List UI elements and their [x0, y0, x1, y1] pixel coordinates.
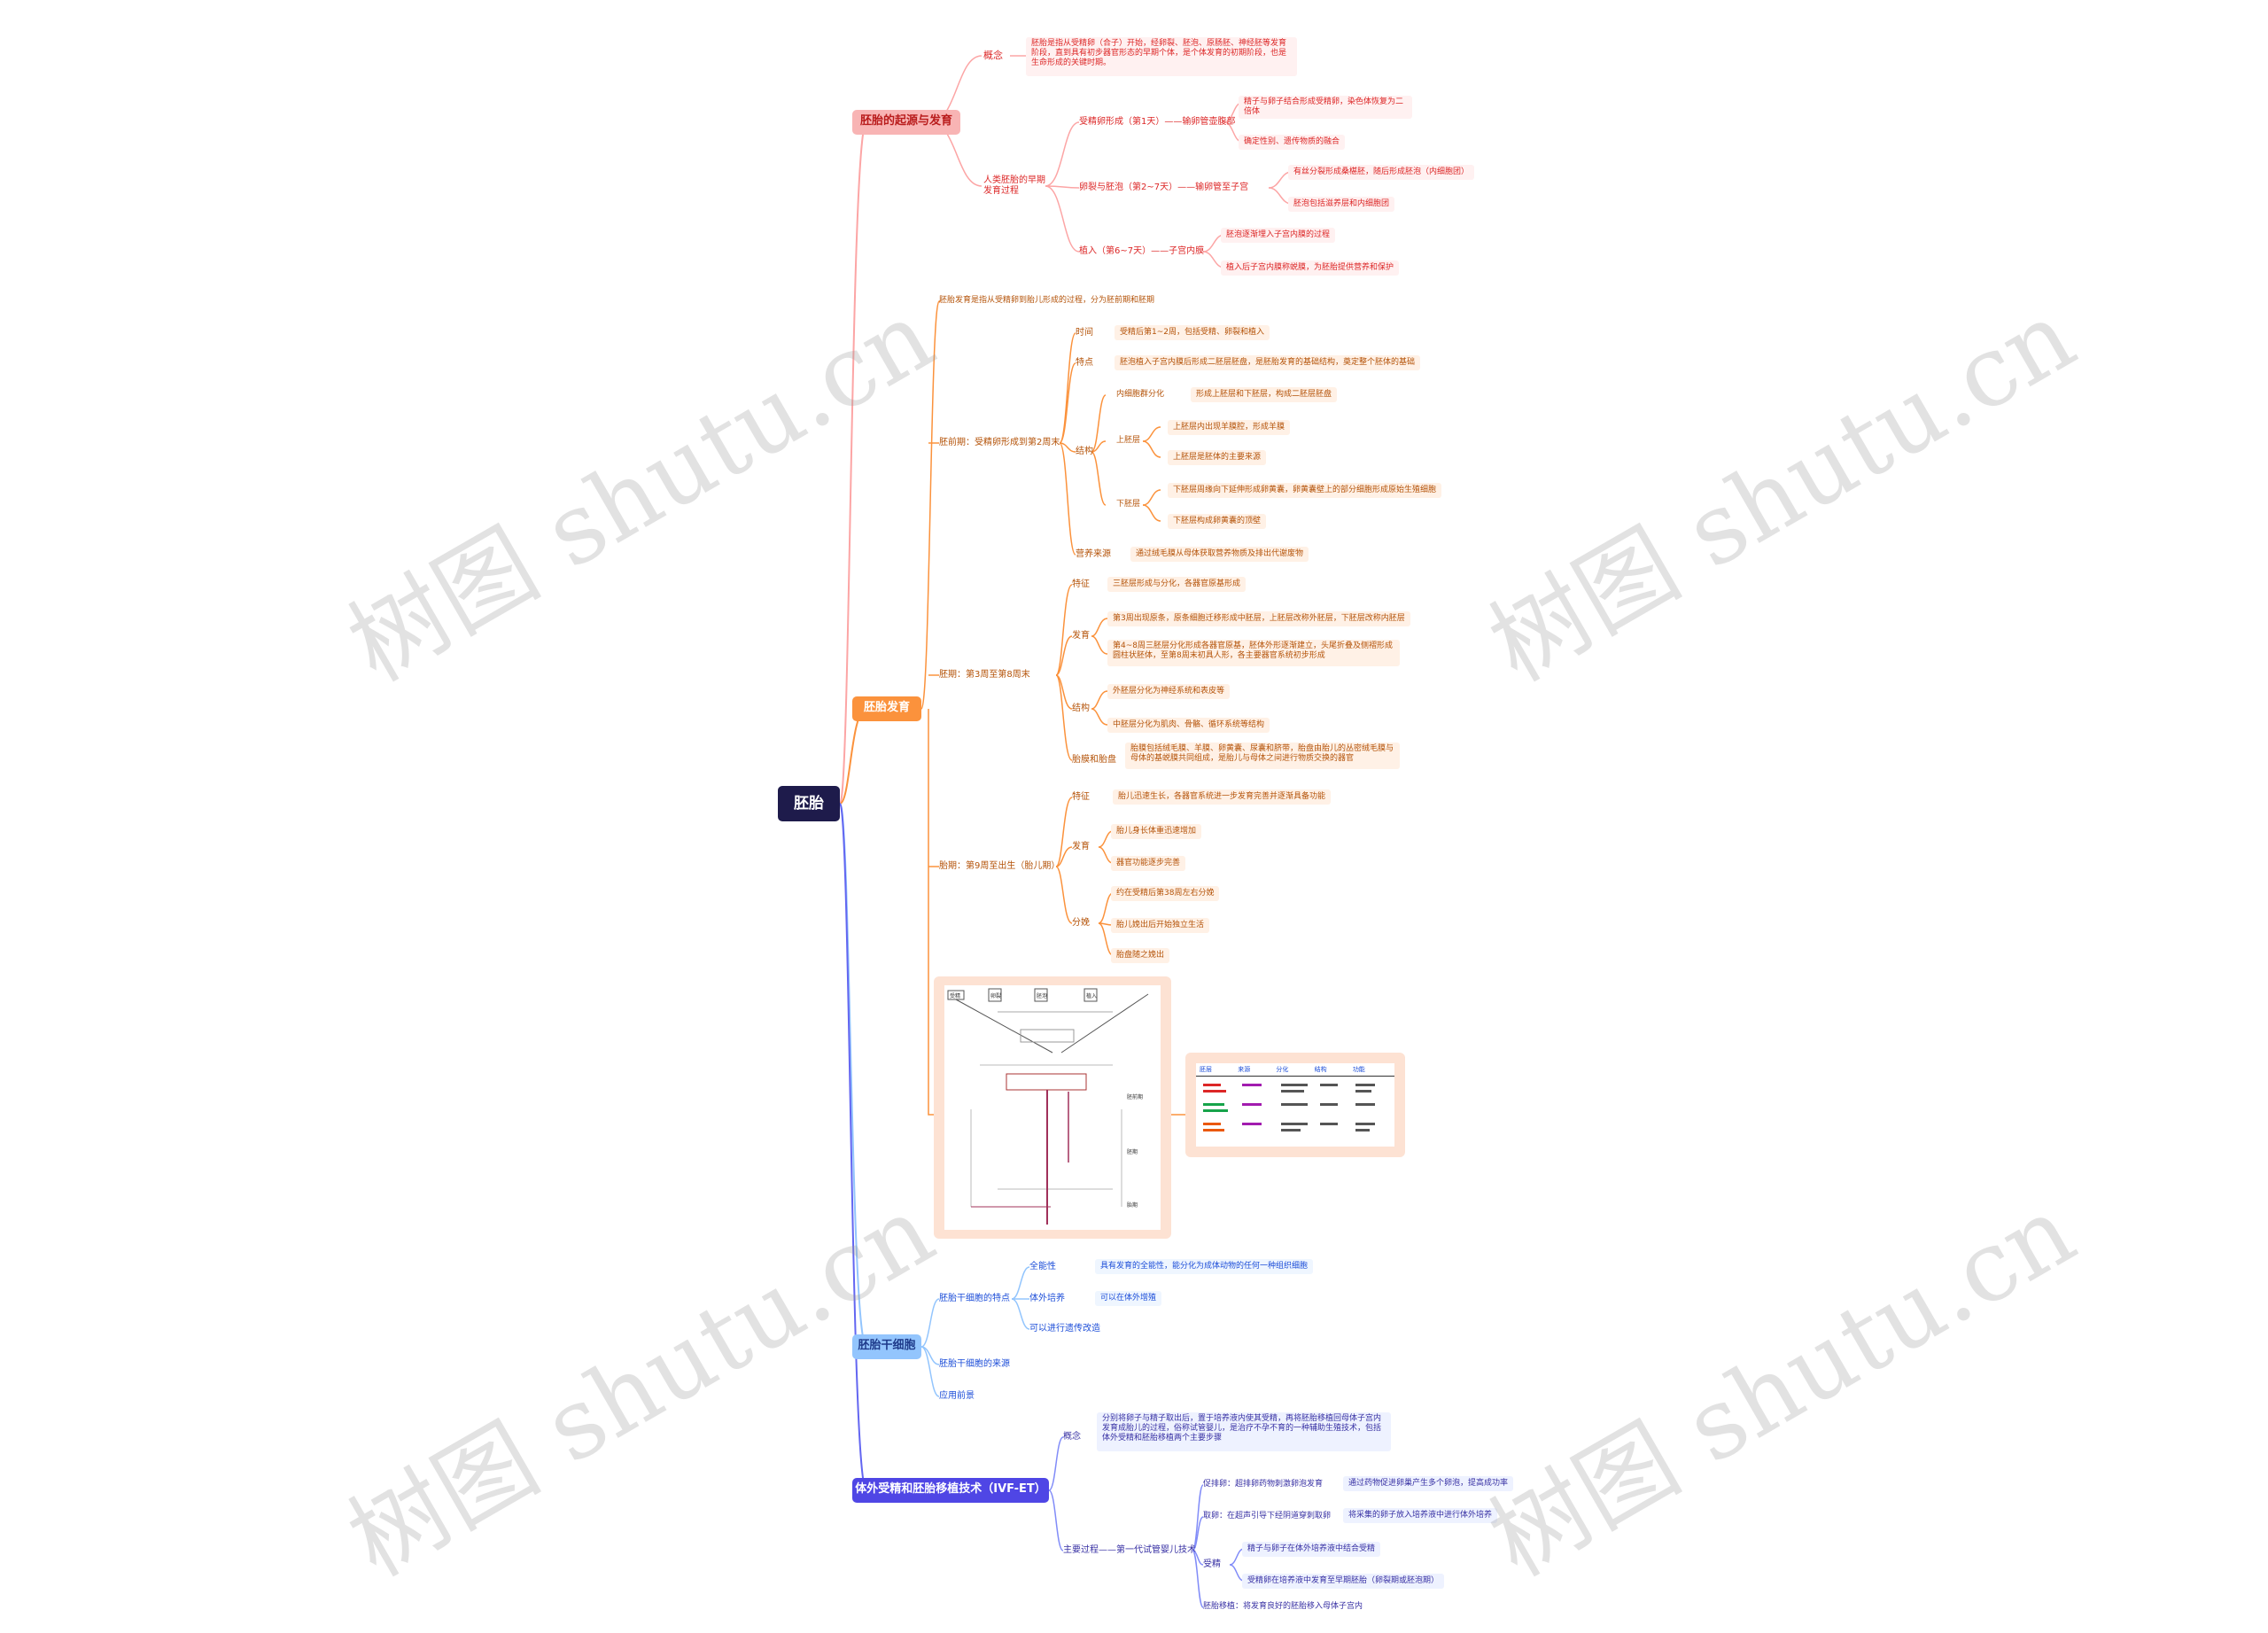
implantation-stage[interactable]: 植入（第6~7天）——子宫内膜 — [1079, 246, 1205, 256]
cleavage-leaf-1[interactable]: 有丝分裂形成桑椹胚，随后形成胚泡（内细胞团） — [1288, 165, 1475, 180]
emb-dev-leaf-2[interactable]: 第4~8周三胚层分化形成各器官原基，胚体外形逐渐建立，头尾折叠及侧褶形成圆柱状胚… — [1107, 640, 1400, 666]
table-header-3: 分化 — [1276, 1066, 1289, 1073]
fetal-dev-label[interactable]: 发育 — [1072, 842, 1090, 851]
membrane-text[interactable]: 胎膜包括绒毛膜、羊膜、卵黄囊、尿囊和脐带，胎盘由胎儿的丛密绒毛膜与母体的基蜕膜共… — [1125, 743, 1400, 769]
germ-layer-table[interactable]: 胚层 来源 分化 结构 功能 — [1185, 1053, 1405, 1157]
pre-structure-label[interactable]: 结构 — [1076, 447, 1093, 456]
cleavage-stage[interactable]: 卵裂与胚泡（第2~7天）——输卵管至子宫 — [1079, 183, 1249, 192]
membrane-label[interactable]: 胎膜和胎盘 — [1072, 755, 1116, 765]
origin-concept-label[interactable]: 概念 — [983, 50, 1003, 61]
epiblast-leaf-1[interactable]: 上胚层内出现羊膜腔，形成羊膜 — [1168, 420, 1291, 435]
fig-box-4: 植入 — [1086, 992, 1097, 999]
pre-feature-text[interactable]: 胚泡植入子宫内膜后形成二胚层胚盘，是胚胎发育的基础结构，奠定整个胚体的基础 — [1115, 355, 1421, 370]
ivf-concept-label[interactable]: 概念 — [1063, 1432, 1081, 1442]
fetal-feature-label[interactable]: 特征 — [1072, 792, 1090, 802]
fertilization-step[interactable]: 受精 — [1203, 1559, 1221, 1569]
inner-cell-text[interactable]: 形成上胚层和下胚层，构成二胚层胚盘 — [1191, 387, 1338, 402]
in-vitro-culture-text[interactable]: 可以在体外增殖 — [1095, 1291, 1162, 1306]
table-body-graphic — [1203, 1084, 1375, 1131]
origin-early-dev[interactable]: 人类胚胎的早期发育过程 — [983, 175, 1045, 196]
emb-structure-label[interactable]: 结构 — [1072, 704, 1090, 713]
fig-box-3: 胚泡 — [1037, 992, 1047, 999]
table-header-row: 胚层 来源 分化 结构 功能 — [1196, 1063, 1394, 1077]
in-vitro-culture-label[interactable]: 体外培养 — [1029, 1294, 1065, 1303]
pre-nutrition-text[interactable]: 通过绒毛膜从母体获取营养物质及排出代谢废物 — [1130, 547, 1309, 562]
cleavage-leaf-2[interactable]: 胚泡包括滋养层和内细胞团 — [1288, 197, 1395, 212]
pre-time-text[interactable]: 受精后第1~2周，包括受精、卵裂和植入 — [1115, 325, 1270, 340]
fetal-period[interactable]: 胎期：第9周至出生（胎儿期） — [939, 861, 1060, 871]
totipotency-label[interactable]: 全能性 — [1029, 1262, 1056, 1271]
table-header-2: 来源 — [1238, 1066, 1251, 1073]
fig-box-1: 受精 — [950, 992, 960, 999]
epiblast-label[interactable]: 上胚层 — [1116, 436, 1141, 445]
emb-feature-label[interactable]: 特征 — [1072, 579, 1090, 589]
branch-development[interactable]: 胚胎发育 — [852, 696, 921, 721]
birth-leaf-1[interactable]: 约在受精后第38周左右分娩 — [1111, 886, 1220, 901]
inner-cell-differentiation[interactable]: 内细胞群分化 — [1116, 390, 1165, 399]
fertilization-stage[interactable]: 受精卵形成（第1天）——输卵管壶腹部 — [1079, 117, 1236, 127]
birth-label[interactable]: 分娩 — [1072, 918, 1090, 928]
fertilization-leaf-1[interactable]: 精子与卵子结合形成受精卵，染色体恢复为二倍体 — [1239, 96, 1412, 119]
egg-retrieval-text[interactable]: 将采集的卵子放入培养液中进行体外培养 — [1343, 1508, 1498, 1523]
origin-concept-text[interactable]: 胚胎是指从受精卵（合子）开始，经卵裂、胚泡、原肠胚、神经胚等发育阶段，直到具有初… — [1026, 37, 1297, 76]
stem-cell-source[interactable]: 胚胎干细胞的来源 — [939, 1359, 1010, 1369]
fetal-feature-text[interactable]: 胎儿迅速生长，各器官系统进一步发育完善并逐渐具备功能 — [1113, 789, 1332, 805]
fetal-dev-leaf-1[interactable]: 胎儿身长体重迅速增加 — [1111, 824, 1202, 839]
genetic-modification[interactable]: 可以进行遗传改造 — [1029, 1324, 1100, 1334]
fig-box-2: 卵裂 — [990, 992, 1001, 999]
fetal-dev-leaf-2[interactable]: 器官功能逐步完善 — [1111, 856, 1186, 871]
ovulation-text[interactable]: 通过药物促进卵巢产生多个卵泡，提高成功率 — [1343, 1476, 1514, 1491]
implantation-leaf-1[interactable]: 胚泡逐渐埋入子宫内膜的过程 — [1221, 228, 1336, 243]
pre-time-label[interactable]: 时间 — [1076, 328, 1093, 338]
emb-feature-text[interactable]: 三胚层形成与分化，各器官原基形成 — [1107, 577, 1247, 592]
hypoblast-leaf-2[interactable]: 下胚层构成卵黄囊的顶壁 — [1168, 514, 1267, 529]
fertilization-step-leaf-2[interactable]: 受精卵在培养液中发育至早期胚胎（卵裂期或胚泡期） — [1242, 1574, 1445, 1589]
pre-feature-label[interactable]: 特点 — [1076, 358, 1093, 368]
stem-cell-features[interactable]: 胚胎干细胞的特点 — [939, 1294, 1010, 1303]
fertilization-leaf-2[interactable]: 确定性别、遗传物质的融合 — [1239, 135, 1346, 150]
pre-embryonic-period[interactable]: 胚前期：受精卵形成到第2周末 — [939, 438, 1060, 447]
emb-structure-leaf-2[interactable]: 中胚层分化为肌肉、骨骼、循环系统等结构 — [1107, 718, 1270, 733]
application-prospects[interactable]: 应用前景 — [939, 1391, 975, 1401]
birth-leaf-2[interactable]: 胎儿娩出后开始独立生活 — [1111, 918, 1210, 933]
emb-dev-label[interactable]: 发育 — [1072, 631, 1090, 641]
development-figure[interactable]: 受精 卵裂 胚泡 植入 胚前期 胚期 胎期 — [934, 976, 1171, 1239]
table-header-4: 结构 — [1314, 1066, 1327, 1073]
hypoblast-label[interactable]: 下胚层 — [1116, 500, 1141, 509]
ovulation-step[interactable]: 促排卵：超排卵药物刺激卵泡发育 — [1203, 1480, 1324, 1489]
totipotency-text[interactable]: 具有发育的全能性，能分化为成体动物的任何一种组织细胞 — [1095, 1259, 1314, 1274]
development-summary[interactable]: 胚胎发育是指从受精卵到胎儿形成的过程，分为胚前期和胚期 — [939, 296, 1155, 305]
root-node[interactable]: 胚胎 — [778, 786, 840, 821]
pre-nutrition-label[interactable]: 营养来源 — [1076, 549, 1111, 559]
emb-dev-leaf-1[interactable]: 第3周出现原条，原条细胞迁移形成中胚层，上胚层改称外胚层，下胚层改称内胚层 — [1107, 611, 1410, 626]
ivf-process[interactable]: 主要过程——第一代试管婴儿技术 — [1063, 1545, 1196, 1555]
branch-ivf-et[interactable]: 体外受精和胚胎移植技术（IVF-ET） — [852, 1478, 1049, 1503]
development-figure-svg: 受精 卵裂 胚泡 植入 胚前期 胚期 胎期 — [947, 988, 1149, 1225]
table-header-1: 胚层 — [1200, 1066, 1212, 1073]
branch-origin[interactable]: 胚胎的起源与发育 — [852, 110, 960, 135]
fig-label-3: 胎期 — [1127, 1201, 1138, 1209]
egg-retrieval-step[interactable]: 取卵：在超声引导下经阴道穿刺取卵 — [1203, 1512, 1332, 1520]
epiblast-leaf-2[interactable]: 上胚层是胚体的主要来源 — [1168, 450, 1267, 465]
birth-leaf-3[interactable]: 胎盘随之娩出 — [1111, 948, 1170, 963]
table-header-5: 功能 — [1352, 1066, 1365, 1073]
branch-stem-cells[interactable]: 胚胎干细胞 — [852, 1334, 921, 1359]
hypoblast-leaf-1[interactable]: 下胚层周缘向下延伸形成卵黄囊，卵黄囊壁上的部分细胞形成原始生殖细胞 — [1168, 483, 1442, 498]
fig-label-2: 胚期 — [1127, 1148, 1138, 1155]
ivf-concept-text[interactable]: 分别将卵子与精子取出后，置于培养液内使其受精，再将胚胎移植回母体子宫内发育成胎儿… — [1097, 1412, 1391, 1451]
implantation-leaf-2[interactable]: 植入后子宫内膜称蜕膜，为胚胎提供营养和保护 — [1221, 261, 1400, 276]
embryonic-period[interactable]: 胚期：第3周至第8周末 — [939, 670, 1030, 680]
fig-label-1: 胚前期 — [1127, 1093, 1143, 1100]
emb-structure-leaf-1[interactable]: 外胚层分化为神经系统和表皮等 — [1107, 684, 1231, 699]
embryo-transfer-step[interactable]: 胚胎移植：将发育良好的胚胎移入母体子宫内 — [1203, 1602, 1363, 1611]
fertilization-step-leaf-1[interactable]: 精子与卵子在体外培养液中结合受精 — [1242, 1542, 1381, 1557]
